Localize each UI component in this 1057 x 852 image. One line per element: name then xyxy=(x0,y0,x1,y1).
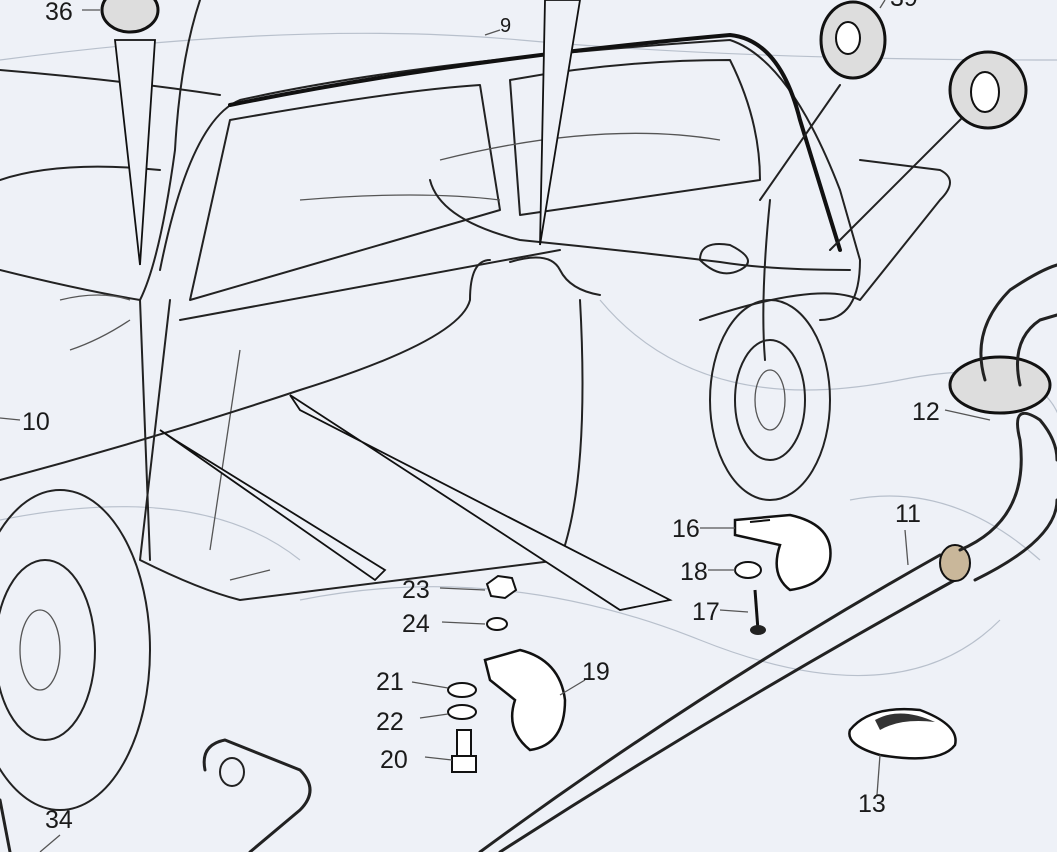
label-11: 11 xyxy=(895,500,921,528)
arrows xyxy=(113,0,971,611)
clip-19 xyxy=(483,648,567,752)
small-parts xyxy=(0,513,957,852)
label-17: 17 xyxy=(692,598,720,626)
label-9: 9 xyxy=(500,15,511,37)
label-22: 22 xyxy=(376,708,404,736)
label-18: 18 xyxy=(680,558,708,586)
label-19: 19 xyxy=(582,658,610,686)
grommet-40 xyxy=(948,50,1028,130)
label-34: 34 xyxy=(45,806,73,834)
bolt-20 xyxy=(451,729,477,773)
grommet-39 xyxy=(819,0,887,80)
washer-18 xyxy=(734,561,762,579)
label-24: 24 xyxy=(402,610,430,638)
part-labels: 36 39 9 10 12 11 16 18 17 23 24 21 22 19… xyxy=(22,0,940,834)
washer-22 xyxy=(447,704,477,720)
label-21: 21 xyxy=(376,668,404,696)
label-16: 16 xyxy=(672,515,700,543)
label-36: 36 xyxy=(45,0,73,26)
label-23: 23 xyxy=(402,576,430,604)
bracket-34 xyxy=(0,738,312,852)
label-20: 20 xyxy=(380,746,408,774)
leader-lines xyxy=(0,0,991,852)
label-12: 12 xyxy=(912,398,940,426)
grommet-13 xyxy=(848,708,957,760)
label-10: 10 xyxy=(22,408,50,436)
washer-21 xyxy=(447,682,477,698)
clip-16 xyxy=(733,513,832,592)
tube-11 xyxy=(478,263,1057,852)
label-13: 13 xyxy=(858,790,886,818)
label-39: 39 xyxy=(890,0,918,12)
washer-24 xyxy=(486,617,508,631)
grommet-36 xyxy=(100,0,160,34)
nut-23 xyxy=(485,574,518,600)
screw-17 xyxy=(750,589,766,635)
wiring-harness xyxy=(0,0,851,561)
grommet-12 xyxy=(948,355,1052,415)
grommets xyxy=(100,0,1052,415)
